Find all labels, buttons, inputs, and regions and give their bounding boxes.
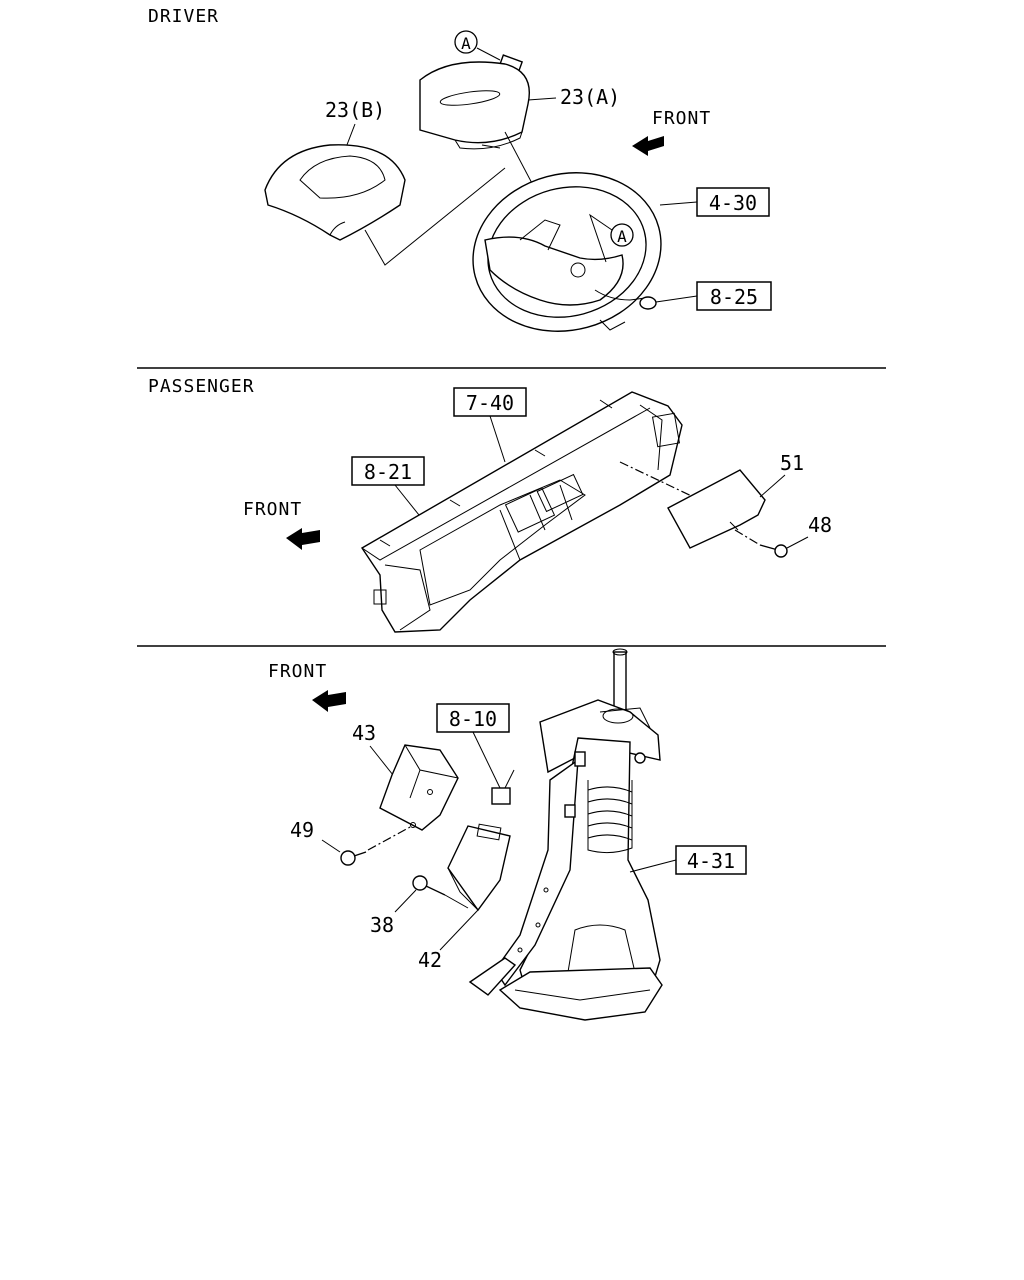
callout-a-top: A [454,30,501,61]
ref-label-8-21: 8-21 [364,460,412,484]
ref-box-8-21 [351,456,425,486]
front-arrow-driver-icon [632,136,664,156]
install-line-51 [619,461,701,501]
section-title-driver: DRIVER [148,6,219,27]
label-23a: 23(A) [560,85,620,109]
front-arrow-column-icon [312,690,346,712]
ref-box-4-30 [696,187,770,217]
bracket-43 [379,744,459,831]
leader-23a [527,97,557,101]
install-line-48 [734,529,761,546]
callout-a-wheel: A [589,213,634,263]
leader-42 [439,909,479,951]
label-38: 38 [370,913,394,937]
label-42: 42 [418,948,442,972]
ref-box-8-25 [696,281,772,311]
driver-airbag-cover-23b [264,144,406,241]
leader-51 [759,474,786,498]
ref-label-8-25: 8-25 [710,285,758,309]
sensor-8-10 [491,769,515,805]
install-line-49 [367,825,413,851]
label-23b: 23(B) [325,98,385,122]
ref-label-8-10: 8-10 [449,707,497,731]
leader-4-31 [629,859,677,873]
passenger-airbag-lid-51 [667,469,766,549]
front-label-passenger: FRONT [243,499,302,520]
ref-box-4-31 [675,845,747,875]
leader-38 [394,889,417,913]
leader-4-30 [659,201,698,206]
leader-8-10 [472,731,501,789]
ref-label-4-31: 4-31 [687,849,735,873]
label-43: 43 [352,721,376,745]
label-49: 49 [290,818,314,842]
mount-line-23b [364,167,506,266]
driver-airbag-module-23a [419,61,530,150]
ref-box-7-40 [453,387,527,417]
front-arrow-passenger-icon [286,528,320,550]
section-title-passenger: PASSENGER [148,376,255,397]
steering-wheel [472,172,662,332]
svg-text:A: A [617,227,627,246]
mount-line-38 [444,894,469,909]
front-label-column: FRONT [268,661,327,682]
label-48: 48 [808,513,832,537]
bolt-49 [340,850,367,866]
sensor-module-42 [447,823,511,912]
leader-43 [369,745,394,776]
instrument-panel [361,391,683,633]
ref-label-7-40: 7-40 [466,391,514,415]
svg-text:A: A [461,34,471,53]
leader-49 [321,839,341,853]
steering-column-bracket [468,648,663,1021]
ref-label-4-30: 4-30 [709,191,757,215]
leader-7-40 [489,415,506,463]
front-label-driver: FRONT [652,108,711,129]
label-51: 51 [780,451,804,475]
ref-box-8-10 [436,703,510,733]
leader-8-25 [655,295,698,303]
leader-48 [786,536,809,549]
bolt-38 [412,875,446,896]
bolt-48 [759,544,788,558]
